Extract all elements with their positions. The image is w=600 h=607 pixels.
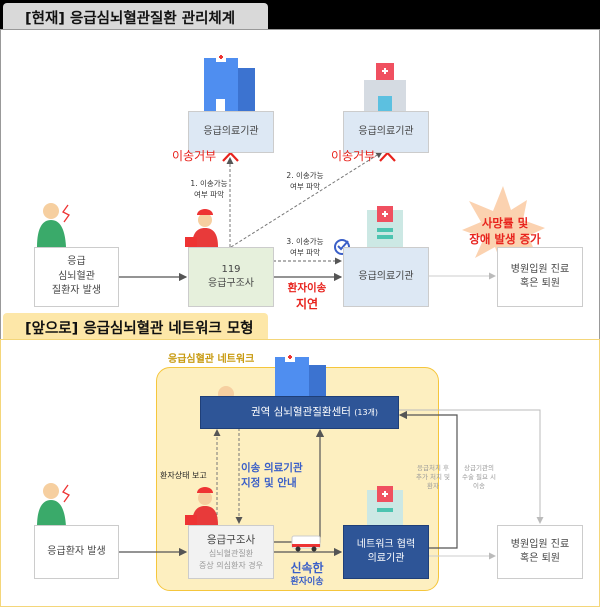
report-label: 환자상태 보고 <box>160 471 207 480</box>
hospital-box-3: 응급의료기관 <box>343 247 429 307</box>
ambulance-icon <box>291 535 321 552</box>
hospital-box-1: 응급의료기관 <box>188 111 274 153</box>
refusal-label-1: 이송거부 <box>172 149 217 163</box>
hospital-building-icon <box>275 352 326 399</box>
patient-pain-icon <box>37 203 70 247</box>
patient-box: 응급환자 발생 <box>34 525 119 579</box>
hospital-box-2: 응급의료기관 <box>343 111 429 153</box>
regional-center-box: 권역 심뇌혈관질환센터 (13개) <box>200 396 399 429</box>
future-section-tab: [앞으로] 응급심뇌혈관 네트워크 모형 <box>3 313 268 339</box>
hospital-label: 응급의료기관 <box>358 125 414 137</box>
refusal-label-2: 이송거부 <box>331 149 376 163</box>
paramedic-icon <box>185 209 218 247</box>
current-section-tab: [현재] 응급심뇌혈관질환 관리체계 <box>3 3 268 29</box>
hospital-teal-icon <box>367 206 403 248</box>
patient-pain-icon <box>37 483 70 527</box>
network-label: 응급심혈관 네트워크 <box>168 354 255 365</box>
hospital-label: 응급의료기관 <box>203 125 259 137</box>
paramedic-icon <box>185 487 218 525</box>
hospital-teal-icon <box>367 486 403 526</box>
hospital-building-icon <box>204 52 255 112</box>
